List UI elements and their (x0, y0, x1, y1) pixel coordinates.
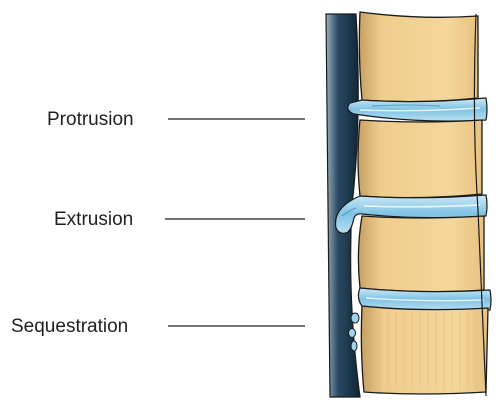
vertebra-4 (360, 305, 489, 395)
label-sequestration: Sequestration (11, 316, 305, 337)
label-protrusion-text: Protrusion (47, 109, 134, 130)
label-protrusion: Protrusion (47, 109, 305, 130)
label-extrusion-text: Extrusion (54, 209, 133, 230)
disc-sequestration (348, 287, 492, 352)
vertebra-2 (357, 119, 483, 199)
disc-protrusion (347, 97, 488, 122)
label-sequestration-text: Sequestration (11, 316, 128, 337)
label-extrusion: Extrusion (54, 209, 305, 230)
fragment-1 (350, 312, 360, 324)
fragment-2 (348, 328, 356, 338)
vertebra-3 (357, 215, 485, 293)
anterior-edge-line (473, 13, 487, 397)
disc-extrusion (334, 194, 488, 234)
vertebra-1 (358, 11, 479, 103)
fragment-3 (350, 340, 358, 352)
